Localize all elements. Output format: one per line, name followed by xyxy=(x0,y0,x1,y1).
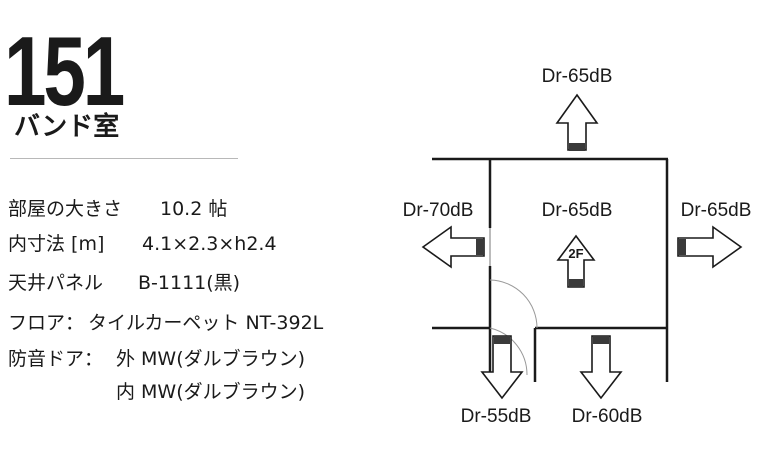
spec-door: 防音ドア： 外 MW(ダルブラウン) 内 MW(ダルブラウン) xyxy=(8,348,305,402)
spec-size: 内寸法 [m] 4.1×2.3×h2.4 xyxy=(8,233,277,255)
spec-ceiling-label: 天井パネル xyxy=(8,272,104,294)
spec-ceiling: 天井パネル B-1111(黒) xyxy=(8,272,240,294)
arrow-left xyxy=(421,225,485,269)
label-center: Dr-65dB xyxy=(542,200,613,221)
spec-floor: フロア： タイルカーペット NT-392L xyxy=(8,312,323,334)
spec-door-inner: 内 MW(ダルブラウン) xyxy=(116,381,306,403)
arrow-down-left xyxy=(480,335,524,400)
room-number: 151 xyxy=(4,16,125,126)
label-bottom-right: Dr-60dB xyxy=(572,406,643,427)
spec-door-label: 防音ドア： xyxy=(8,348,104,370)
spec-ceiling-value: B-1111(黒) xyxy=(138,272,241,294)
spec-area-label: 部屋の大きさ xyxy=(8,198,123,220)
arrow-up-center xyxy=(556,234,596,288)
room-walls xyxy=(432,157,669,382)
spec-floor-value: タイルカーペット NT-392L xyxy=(88,312,324,334)
label-left: Dr-70dB xyxy=(403,200,474,221)
arrow-right xyxy=(677,225,743,269)
label-right: Dr-65dB xyxy=(681,200,752,221)
door-swing-arc-lower xyxy=(489,327,528,376)
spec-floor-label: フロア： xyxy=(8,312,85,334)
title-divider xyxy=(10,158,238,159)
door-swing-arc xyxy=(489,279,538,329)
spec-size-label: 内寸法 [m] xyxy=(8,233,105,255)
arrow-down-right xyxy=(579,335,623,400)
spec-size-value: 4.1×2.3×h2.4 xyxy=(142,233,277,255)
arrow-up-top xyxy=(555,93,599,151)
room-name: バンド室 xyxy=(14,112,120,142)
spec-area-value: 10.2 帖 xyxy=(160,198,228,220)
label-floor: 2F xyxy=(568,246,583,261)
spec-door-outer: 外 MW(ダルブラウン) xyxy=(116,348,306,370)
label-bottom-left: Dr-55dB xyxy=(461,406,532,427)
label-top: Dr-65dB xyxy=(542,66,613,87)
spec-area: 部屋の大きさ 10.2 帖 xyxy=(8,198,227,220)
